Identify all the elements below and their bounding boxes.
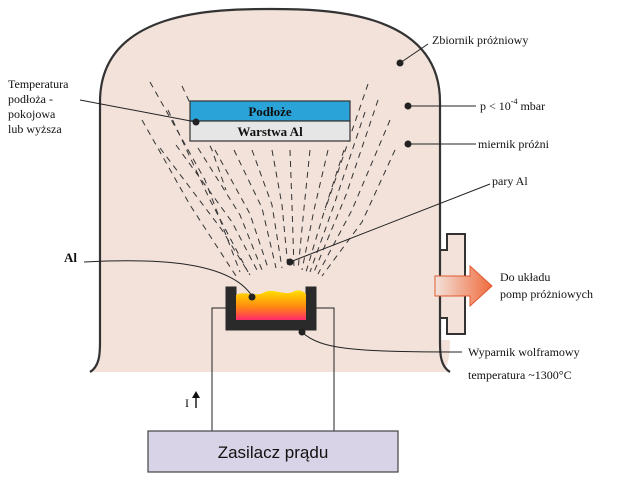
temperature-label-line1: Temperatura xyxy=(8,77,69,91)
vapor-stream xyxy=(317,119,391,275)
power-supply xyxy=(147,430,399,473)
vapor-stream xyxy=(159,147,251,276)
vapor-stream xyxy=(167,109,249,273)
dot-pressure xyxy=(404,102,412,110)
vacuum-chamber-outline xyxy=(89,7,451,373)
leader-evaporator xyxy=(301,331,463,353)
vapor-stream xyxy=(251,149,283,269)
current-arrowhead xyxy=(192,391,200,398)
power-supply-label: Zasilacz prądu xyxy=(218,443,329,462)
vapor-stream xyxy=(297,149,311,271)
pump-label-line2: pomp próżniowych xyxy=(500,287,593,301)
dot-al xyxy=(248,293,256,301)
supply-wire-left xyxy=(211,307,226,431)
vapor-stream xyxy=(313,99,379,273)
dot-chamber xyxy=(396,59,404,67)
vapor-stream xyxy=(321,149,396,277)
vapor-label: pary Al xyxy=(492,174,528,188)
vapor-stream xyxy=(214,149,269,269)
al-layer xyxy=(189,120,351,142)
vapor-stream xyxy=(289,149,295,269)
dot-evaporator xyxy=(298,328,306,336)
vapor-stream xyxy=(324,83,369,211)
supply-wire-right xyxy=(316,307,335,431)
leader-vapor xyxy=(289,183,491,263)
dot-temperature xyxy=(192,118,200,126)
vapor-stream xyxy=(197,147,263,271)
pump-label-line1: Do układu xyxy=(500,270,550,284)
molten-al xyxy=(236,290,306,320)
vapor-stream xyxy=(271,149,289,269)
vapor-stream xyxy=(301,149,329,271)
dot-vapor xyxy=(286,258,294,266)
temperature-label-line4: lub wyższa xyxy=(8,122,62,136)
gauge-label: miernik próżni xyxy=(478,137,550,151)
dot-gauge xyxy=(404,140,412,148)
leader-chamber xyxy=(399,43,429,64)
temperature-label-line3: pokojowa xyxy=(8,107,56,121)
al-label: Al xyxy=(64,250,77,265)
substrate-label: Podłoże xyxy=(248,104,292,119)
vapor-stream xyxy=(149,81,241,273)
evaporator-label-line2: temperatura ~1300°C xyxy=(468,368,572,382)
temperature-label-line2: podłoża - xyxy=(8,92,53,106)
pump-arrow xyxy=(434,264,493,308)
vapor-stream xyxy=(141,119,237,277)
chamber-label: Zbiornik próżniowy xyxy=(432,33,528,47)
al-layer-label: Warstwa Al xyxy=(237,124,303,139)
evaporator-label-line1: Wyparnik wolframowy xyxy=(468,345,580,359)
leader-al xyxy=(83,260,253,297)
vapor-stream xyxy=(309,111,366,273)
current-label: I xyxy=(185,396,189,410)
pressure-label: p < 10-4 mbar xyxy=(480,97,545,113)
vapor-streams xyxy=(141,81,396,277)
leader-temperature xyxy=(79,99,197,123)
vapor-stream xyxy=(175,144,259,273)
